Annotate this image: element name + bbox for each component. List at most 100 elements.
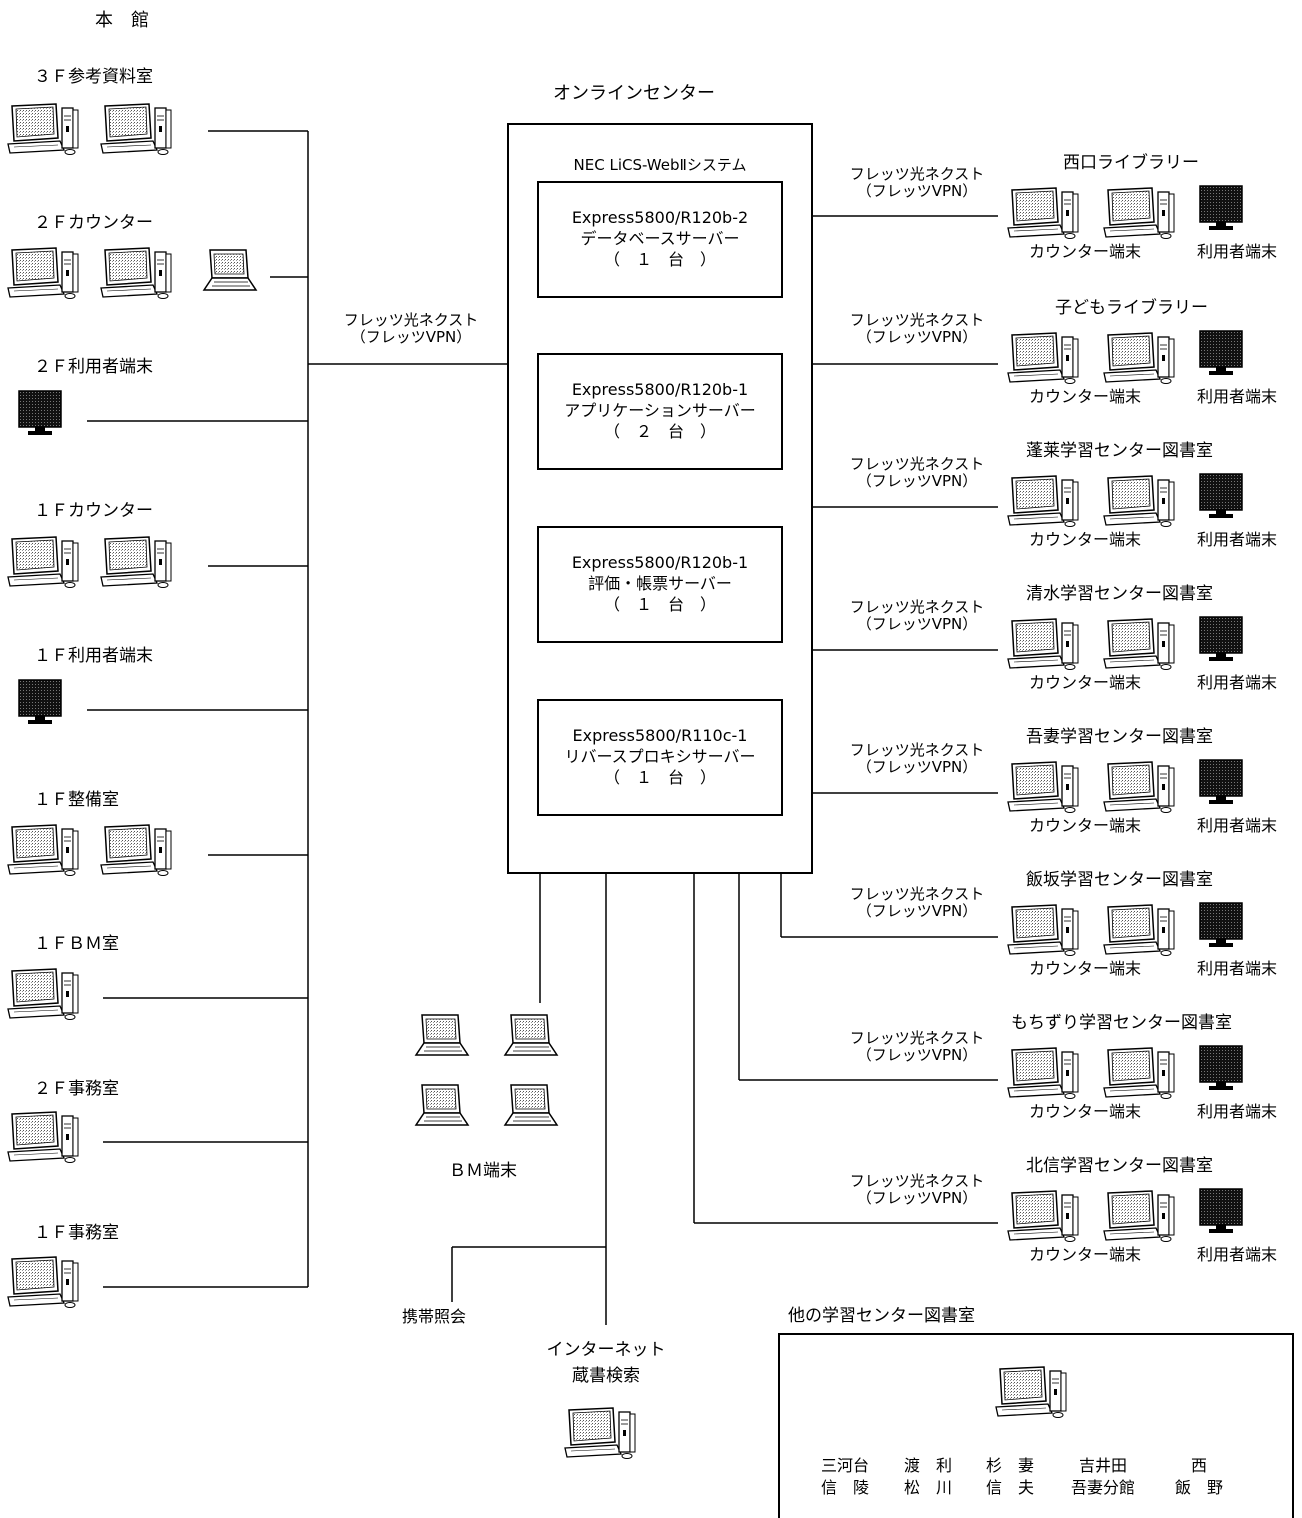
desktop-icon	[7, 536, 79, 589]
counter-terminal-label: カウンター端末	[1029, 959, 1142, 978]
user-terminal-label: 利用者端末	[1197, 530, 1278, 549]
link-label: フレッツ光ネクスト （フレッツVPN）	[343, 311, 479, 347]
link-label: フレッツ光ネクスト（フレッツVPN）	[849, 165, 985, 201]
desktop-icon	[100, 103, 172, 156]
desktop-icon	[7, 824, 79, 877]
branch-name: 北信学習センター図書室	[1026, 1156, 1213, 1176]
center-title: オンラインセンター	[553, 83, 715, 104]
desktop-icon	[7, 968, 79, 1021]
honkan-devices	[7, 103, 257, 1309]
desktop-icon	[1103, 761, 1175, 814]
server-box-database: Express5800/R120b-2 データベースサーバー （ １ 台 ）	[537, 181, 783, 298]
desktop-icon	[1103, 187, 1175, 240]
desktop-icon	[1007, 1190, 1079, 1243]
branch-devices	[1007, 185, 1243, 1243]
link-label: フレッツ光ネクスト（フレッツVPN）	[849, 1172, 985, 1208]
monitor-icon	[1199, 1188, 1243, 1234]
desktop-icon	[7, 1256, 79, 1309]
room-label: １Ｆ事務室	[34, 1223, 119, 1243]
link-label: フレッツ光ネクスト（フレッツVPN）	[849, 455, 985, 491]
branch-name: 清水学習センター図書室	[1026, 584, 1213, 604]
branch-name: 子どもライブラリー	[1055, 298, 1208, 318]
branch-name: もちずり学習センター図書室	[1011, 1013, 1232, 1033]
server-box-application: Express5800/R120b-1 アプリケーションサーバー （ ２ 台 ）	[537, 353, 783, 470]
user-terminal-label: 利用者端末	[1197, 959, 1278, 978]
monitor-icon	[18, 679, 62, 725]
desktop-icon	[1103, 1047, 1175, 1100]
monitor-icon	[1199, 759, 1243, 805]
other-centers-box	[778, 1333, 1294, 1518]
desktop-icon	[100, 824, 172, 877]
desktop-icon	[100, 536, 172, 589]
monitor-icon	[1199, 473, 1243, 519]
branch-name: 蓬莱学習センター図書室	[1026, 441, 1213, 461]
laptop-icon	[415, 1084, 469, 1126]
link-label: フレッツ光ネクスト（フレッツVPN）	[849, 741, 985, 777]
monitor-icon	[1199, 330, 1243, 376]
honkan-title: 本 館	[95, 10, 149, 31]
desktop-icon	[1103, 618, 1175, 671]
room-label: １ＦＢＭ室	[34, 934, 119, 954]
bm-devices	[415, 1014, 558, 1126]
desktop-icon	[1007, 1047, 1079, 1100]
user-terminal-label: 利用者端末	[1197, 1245, 1278, 1264]
desktop-icon	[1007, 761, 1079, 814]
desktop-icon	[1103, 332, 1175, 385]
internet-desktop-icon	[564, 1407, 636, 1460]
online-center-box	[507, 123, 813, 874]
desktop-icon	[1007, 187, 1079, 240]
room-label: ３Ｆ参考資料室	[34, 67, 153, 87]
monitor-icon	[18, 390, 62, 436]
room-label: ２Ｆ利用者端末	[34, 357, 153, 377]
counter-terminal-label: カウンター端末	[1029, 530, 1142, 549]
desktop-icon	[1103, 475, 1175, 528]
user-terminal-label: 利用者端末	[1197, 816, 1278, 835]
room-label: ２Ｆカウンター	[34, 213, 153, 233]
room-label: ２Ｆ事務室	[34, 1079, 119, 1099]
internet-label: インターネット 蔵書検索	[546, 1340, 666, 1387]
counter-terminal-label: カウンター端末	[1029, 1245, 1142, 1264]
bm-terminal-label: ＢＭ端末	[449, 1161, 517, 1181]
link-label: フレッツ光ネクスト（フレッツVPN）	[849, 311, 985, 347]
monitor-icon	[1199, 616, 1243, 662]
desktop-icon	[1007, 332, 1079, 385]
counter-terminal-label: カウンター端末	[1029, 1102, 1142, 1121]
desktop-icon	[1007, 475, 1079, 528]
laptop-icon	[504, 1014, 558, 1056]
desktop-icon	[1103, 1190, 1175, 1243]
user-terminal-label: 利用者端末	[1197, 387, 1278, 406]
desktop-icon	[1007, 618, 1079, 671]
branch-name: 西口ライブラリー	[1063, 153, 1199, 173]
laptop-icon	[203, 249, 257, 291]
server-box-report: Express5800/R120b-1 評価・帳票サーバー （ １ 台 ）	[537, 526, 783, 643]
counter-terminal-label: カウンター端末	[1029, 816, 1142, 835]
desktop-icon	[100, 247, 172, 300]
link-label: フレッツ光ネクスト（フレッツVPN）	[849, 598, 985, 634]
counter-terminal-label: カウンター端末	[1029, 242, 1142, 261]
link-label: フレッツ光ネクスト（フレッツVPN）	[849, 885, 985, 921]
room-label: １Ｆカウンター	[34, 501, 153, 521]
counter-terminal-label: カウンター端末	[1029, 673, 1142, 692]
desktop-icon	[7, 103, 79, 156]
other-centers-title: 他の学習センター図書室	[788, 1306, 975, 1326]
mobile-label: 携帯照会	[402, 1307, 467, 1326]
branch-name: 飯坂学習センター図書室	[1026, 870, 1213, 890]
laptop-icon	[415, 1014, 469, 1056]
desktop-icon	[7, 247, 79, 300]
connection-lines	[87, 130, 998, 1325]
user-terminal-label: 利用者端末	[1197, 673, 1278, 692]
link-label: フレッツ光ネクスト（フレッツVPN）	[849, 1029, 985, 1065]
room-label: １Ｆ利用者端末	[34, 646, 153, 666]
counter-terminal-label: カウンター端末	[1029, 387, 1142, 406]
branch-name: 吾妻学習センター図書室	[1026, 727, 1213, 747]
system-name: NEC LiCS-WebⅡシステム	[573, 156, 747, 174]
monitor-icon	[1199, 1045, 1243, 1091]
laptop-icon	[504, 1084, 558, 1126]
desktop-icon	[7, 1111, 79, 1164]
monitor-icon	[1199, 902, 1243, 948]
server-box-reverse-proxy: Express5800/R110c-1 リバースプロキシサーバー （ １ 台 ）	[537, 699, 783, 816]
desktop-icon	[1103, 904, 1175, 957]
monitor-icon	[1199, 185, 1243, 231]
desktop-icon	[1007, 904, 1079, 957]
